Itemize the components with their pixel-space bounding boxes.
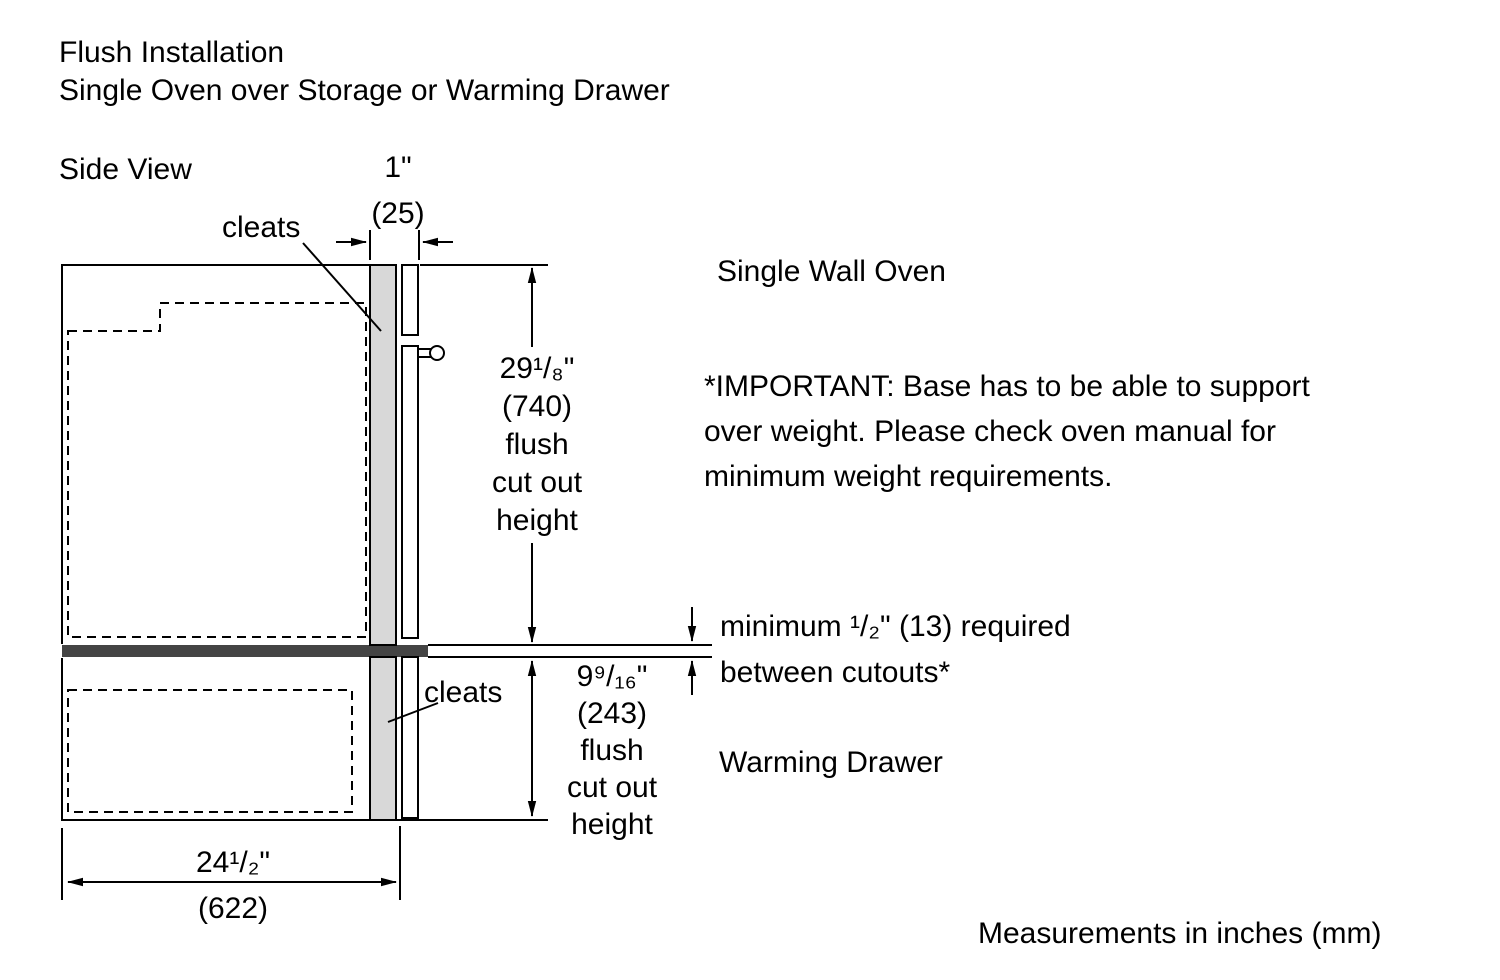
depth-inches: 24¹/₂": [196, 846, 270, 879]
page-title: Flush Installation Single Oven over Stor…: [59, 34, 670, 110]
oven-cavity-dashed-outline: [67, 302, 367, 638]
upper-cabinet-outline: [61, 264, 370, 644]
minimum-gap-line-2: between cutouts*: [720, 656, 951, 689]
oven-door: [401, 345, 419, 639]
cleats-label-bottom: cleats: [424, 676, 503, 709]
minimum-gap-note: minimum ¹/₂" (13) required between cutou…: [720, 604, 1071, 696]
oven-control-panel: [401, 264, 419, 336]
upper-cutout-inches: 29¹/₈": [499, 352, 575, 385]
cleat-width-mm: (25): [371, 197, 425, 230]
measurements-note: Measurements in inches (mm): [978, 917, 1382, 950]
warming-drawer-label: Warming Drawer: [719, 746, 943, 779]
title-line-1: Flush Installation: [59, 36, 285, 69]
lower-cutout-inches: 9⁹/₁₆": [576, 660, 648, 693]
upper-cutout-desc-2: cut out: [491, 466, 583, 499]
depth-mm: (622): [197, 892, 269, 925]
drawer-front: [401, 656, 419, 819]
cleat-width-inches: 1": [384, 151, 412, 184]
upper-cutout-desc-1: flush: [505, 428, 569, 461]
lower-cabinet-outline: [61, 658, 418, 821]
lower-cutout-dimension: 9⁹/₁₆" (243) flush cut out height: [567, 658, 657, 843]
lower-cutout-mm: (243): [576, 697, 648, 730]
lower-cutout-desc-2: cut out: [566, 771, 658, 804]
lower-cutout-desc-3: height: [571, 808, 653, 841]
drawer-cavity-dashed-outline: [67, 689, 353, 813]
upper-cutout-desc-3: height: [496, 504, 578, 537]
depth-dimension: 24¹/₂" (622): [196, 840, 270, 932]
title-line-2: Single Oven over Storage or Warming Draw…: [59, 74, 670, 107]
upper-cleat: [369, 264, 397, 646]
important-note-line-1: *IMPORTANT: Base has to be able to suppo…: [704, 370, 1310, 403]
lower-cutout-desc-1: flush: [580, 734, 644, 767]
lower-cleat: [369, 656, 397, 821]
side-view-label: Side View: [59, 153, 192, 186]
important-note-line-2: over weight. Please check oven manual fo…: [704, 415, 1276, 448]
upper-cutout-mm: (740): [501, 390, 573, 423]
upper-cutout-dimension: 29¹/₈" (740) flush cut out height: [492, 350, 582, 540]
single-wall-oven-label: Single Wall Oven: [717, 255, 946, 288]
cleats-bottom-leader: [387, 702, 439, 723]
divider-bar: [62, 645, 428, 657]
door-handle-knob: [429, 345, 445, 361]
dimension-lines: [61, 230, 697, 900]
important-note: *IMPORTANT: Base has to be able to suppo…: [704, 364, 1310, 499]
important-note-line-3: minimum weight requirements.: [704, 460, 1113, 493]
cleat-width-dimension: 1" (25): [371, 145, 424, 237]
cleats-label-top: cleats: [222, 211, 301, 244]
cleats-top-leader: [302, 242, 382, 332]
minimum-gap-line-1: minimum ¹/₂" (13) required: [720, 610, 1071, 643]
